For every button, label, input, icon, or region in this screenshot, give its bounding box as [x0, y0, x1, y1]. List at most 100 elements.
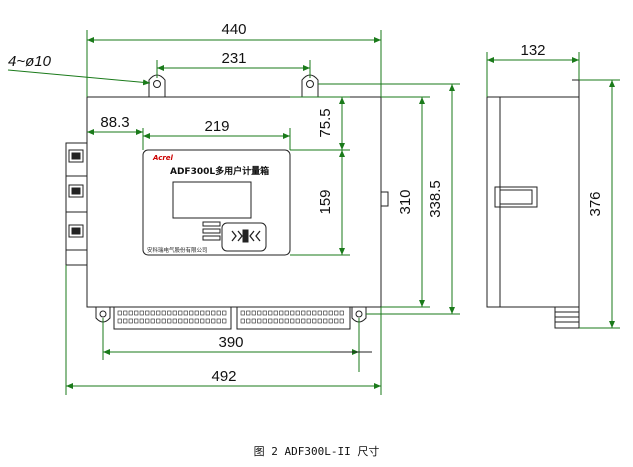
terminal-screw — [211, 318, 216, 324]
terminal-screw — [251, 310, 256, 316]
mounting-ear-top-right — [301, 74, 319, 97]
terminal-screw — [334, 318, 339, 324]
terminal-screw — [150, 310, 155, 316]
terminal-screw — [183, 310, 188, 316]
terminal-screw — [312, 310, 317, 316]
terminal-screw — [167, 310, 172, 316]
terminal-screw — [301, 318, 306, 324]
terminal-screw — [211, 310, 216, 316]
terminal-screw — [268, 310, 273, 316]
figure-caption: 图 2 ADF300L-II 尺寸 — [253, 445, 380, 458]
terminal-screw — [279, 310, 284, 316]
breaker-strip — [65, 142, 88, 266]
terminal-screw — [194, 310, 199, 316]
terminal-screw — [222, 310, 227, 316]
dim-display-width: 219 — [204, 118, 229, 135]
terminal-screw — [216, 318, 221, 324]
terminal-screw — [189, 318, 194, 324]
terminal-screw — [301, 310, 306, 316]
dim-bottom-hole-spacing: 390 — [218, 334, 243, 351]
terminal-screw — [189, 310, 194, 316]
dim-hole-height: 338.5 — [427, 180, 444, 218]
terminal-screw — [290, 310, 295, 316]
mounting-hole — [355, 310, 363, 318]
dim-overall-width: 440 — [221, 21, 246, 38]
terminal-screw — [295, 310, 300, 316]
terminal-screw — [117, 310, 122, 316]
terminal-screw — [317, 310, 322, 316]
mounting-hole — [306, 80, 314, 88]
terminal-screw — [262, 310, 267, 316]
dim-display-top-offset: 75.5 — [317, 108, 334, 137]
terminal-screw — [295, 318, 300, 324]
terminal-screw — [284, 318, 289, 324]
panel-footer: 安科瑞电气股份有限公司 — [147, 246, 208, 254]
terminal-screw — [139, 310, 144, 316]
side-latch — [494, 186, 538, 208]
dimension-lines — [7, 30, 620, 395]
terminal-screw — [257, 318, 262, 324]
terminal-screw — [268, 318, 273, 324]
terminal-screw — [200, 310, 205, 316]
dim-hole-spec: 4~ø10 — [8, 53, 52, 70]
mounting-hole — [153, 80, 161, 88]
terminal-screw — [257, 310, 262, 316]
terminal-screw — [156, 318, 161, 324]
terminal-screw — [246, 318, 251, 324]
terminal-screw — [172, 318, 177, 324]
rfid-card-reader — [221, 222, 267, 252]
terminal-screw — [328, 310, 333, 316]
terminal-screw — [205, 318, 210, 324]
terminal-screw — [312, 318, 317, 324]
terminal-screw — [200, 318, 205, 324]
terminal-screw — [123, 310, 128, 316]
terminal-screw — [240, 318, 245, 324]
terminal-screw — [290, 318, 295, 324]
terminal-screw — [134, 310, 139, 316]
panel-labels: Acrel ADF300L多用户计量箱 安科瑞电气股份有限公司 — [147, 154, 269, 254]
terminal-screw — [328, 318, 333, 324]
terminal-screw — [339, 318, 344, 324]
dim-depth: 132 — [520, 42, 545, 59]
terminal-screw — [145, 318, 150, 324]
terminal-screw — [178, 310, 183, 316]
terminal-screw — [262, 318, 267, 324]
terminal-screw — [145, 310, 150, 316]
terminal-screw — [323, 318, 328, 324]
side-view — [380, 79, 580, 329]
terminal-screw — [339, 310, 344, 316]
terminal-screw — [205, 310, 210, 316]
terminal-screw — [128, 318, 133, 324]
terminal-screw — [128, 310, 133, 316]
terminal-block-right — [236, 306, 351, 330]
terminal-screw — [117, 318, 122, 324]
terminal-block-left — [113, 306, 232, 330]
terminal-screw — [216, 310, 221, 316]
dim-hole-spacing: 231 — [221, 50, 246, 67]
lcd-screen — [172, 181, 252, 219]
mounting-ear-top-left — [148, 74, 166, 97]
terminal-screw — [156, 310, 161, 316]
dimension-labels: 440 231 4~ø10 88.3 219 75.5 159 310 338.… — [8, 21, 604, 385]
side-body — [486, 96, 580, 308]
terminal-screw — [167, 318, 172, 324]
terminal-screw — [134, 318, 139, 324]
dim-total-height: 376 — [587, 191, 604, 216]
terminal-screw — [284, 310, 289, 316]
terminal-screw — [123, 318, 128, 324]
front-view — [65, 74, 382, 330]
terminal-screw — [183, 318, 188, 324]
terminal-screw — [273, 318, 278, 324]
terminal-screw — [178, 318, 183, 324]
terminal-screw — [172, 310, 177, 316]
terminal-screw — [273, 310, 278, 316]
dim-display-offset: 88.3 — [100, 114, 129, 131]
terminal-screw — [251, 318, 256, 324]
dim-total-width: 492 — [211, 368, 236, 385]
terminal-screw — [139, 318, 144, 324]
terminal-screw — [222, 318, 227, 324]
terminal-screw — [306, 310, 311, 316]
terminal-screw — [240, 310, 245, 316]
enclosure-body — [86, 96, 382, 308]
